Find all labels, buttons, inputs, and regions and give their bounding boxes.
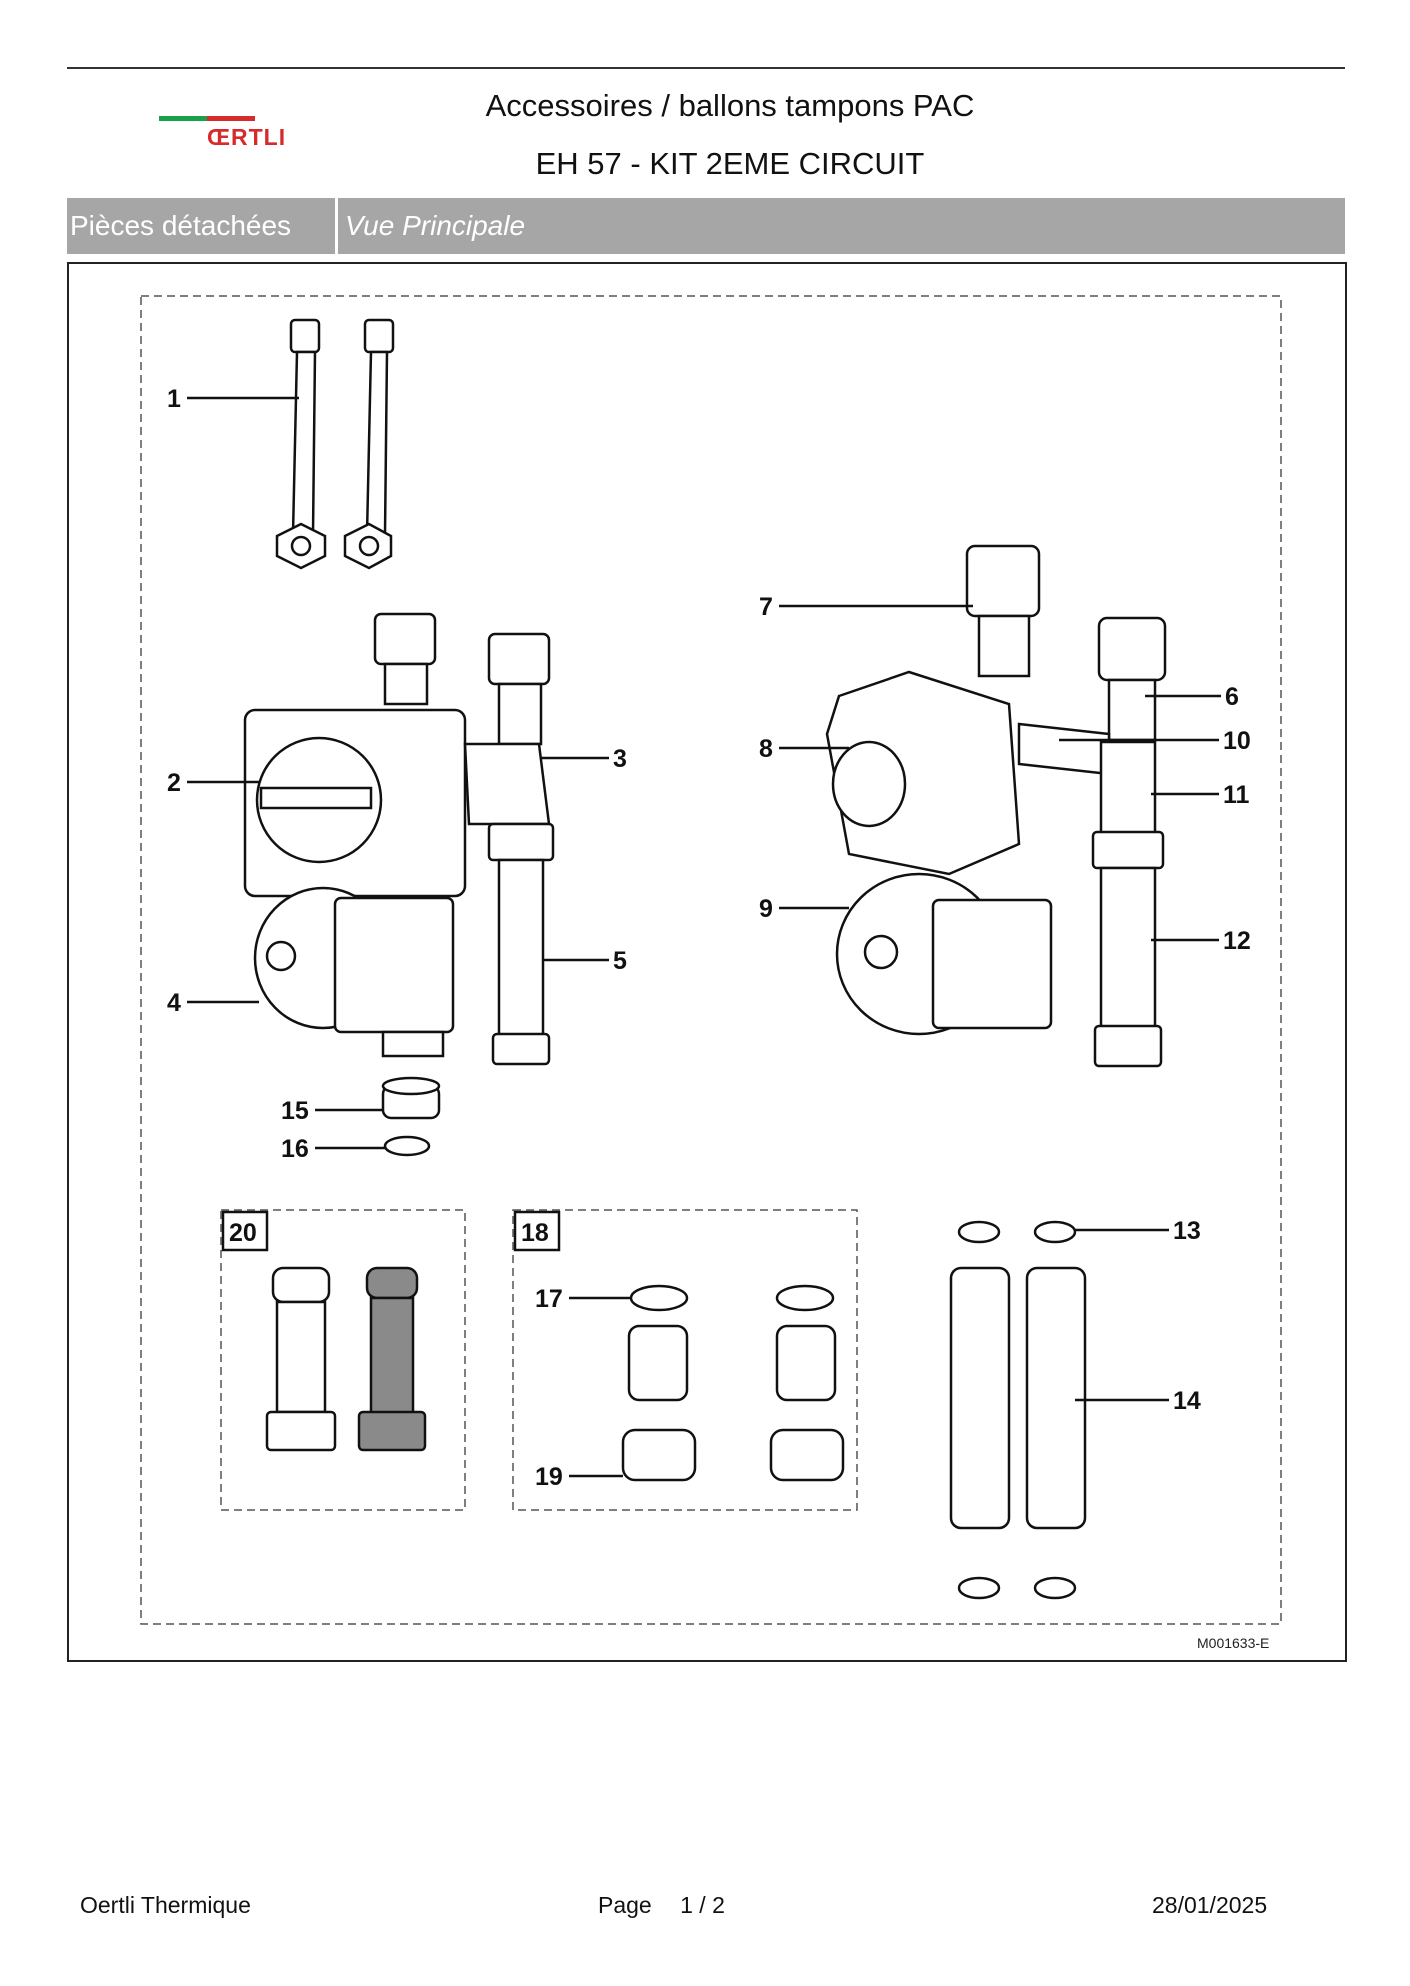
callout-3: 3 [613, 745, 627, 773]
callout-9: 9 [759, 895, 773, 923]
exploded-parts-diagram: 1 2 3 4 5 6 7 8 9 10 11 12 13 14 15 16 1… [140, 295, 1282, 1651]
section-bar: Pièces détachées Vue Principale [67, 198, 1345, 254]
logo-text: ŒRTLI [207, 124, 287, 150]
callout-11: 11 [1223, 781, 1250, 809]
page-title: Accessoires / ballons tampons PAC [485, 88, 975, 123]
callout-17: 17 [535, 1285, 563, 1313]
callout-14: 14 [1173, 1387, 1201, 1415]
callout-8: 8 [759, 735, 773, 763]
callout-12: 12 [1223, 927, 1251, 955]
callout-18: 18 [521, 1219, 549, 1247]
footer-company: Oertli Thermique [80, 1892, 251, 1918]
part-13-14-pipes-gaskets [949, 1220, 1087, 1600]
brand-logo: ŒRTLI [155, 112, 315, 152]
footer-page: Page 1 / 2 [598, 1892, 725, 1919]
footer-page-value: 1 / 2 [680, 1892, 725, 1918]
page-subtitle: EH 57 - KIT 2EME CIRCUIT [535, 146, 925, 181]
diagram-frame: 1 2 3 4 5 6 7 8 9 10 11 12 13 14 15 16 1… [67, 262, 1347, 1662]
callout-7: 7 [759, 593, 773, 621]
callout-2: 2 [167, 769, 181, 797]
top-rule [67, 67, 1345, 69]
box-18-tag [513, 1210, 561, 1252]
callout-15: 15 [281, 1097, 309, 1125]
diagram-boundary [140, 295, 1282, 1625]
section-label: Pièces détachées [70, 210, 292, 241]
drawing-code: M001633-E [1197, 1635, 1269, 1651]
box-20 [220, 1209, 466, 1511]
callout-19: 19 [535, 1463, 563, 1491]
leader-lines [187, 396, 1221, 1478]
callout-4: 4 [167, 989, 181, 1017]
callout-13: 13 [1173, 1217, 1201, 1245]
part-15-16-nut-gasket [381, 1076, 441, 1157]
callout-10: 10 [1223, 727, 1251, 755]
left-pump-assembly [243, 612, 555, 1066]
logo-stripe [159, 116, 255, 121]
callout-16: 16 [281, 1135, 309, 1163]
callout-5: 5 [613, 947, 627, 975]
section-separator [335, 198, 338, 254]
part-17-19-rings-nuts [621, 1284, 845, 1482]
callout-6: 6 [1225, 683, 1239, 711]
footer-date: 28/01/2025 [1152, 1892, 1268, 1918]
box-18 [512, 1209, 858, 1511]
box-20-tag [221, 1210, 269, 1252]
view-label: Vue Principale [345, 210, 526, 241]
right-pump-assembly [825, 544, 1167, 1068]
part-20-fittings [265, 1266, 427, 1452]
part-1-hoses [275, 318, 395, 570]
callout-1: 1 [167, 385, 181, 413]
footer-page-label: Page [598, 1892, 652, 1918]
callout-20: 20 [229, 1219, 257, 1247]
